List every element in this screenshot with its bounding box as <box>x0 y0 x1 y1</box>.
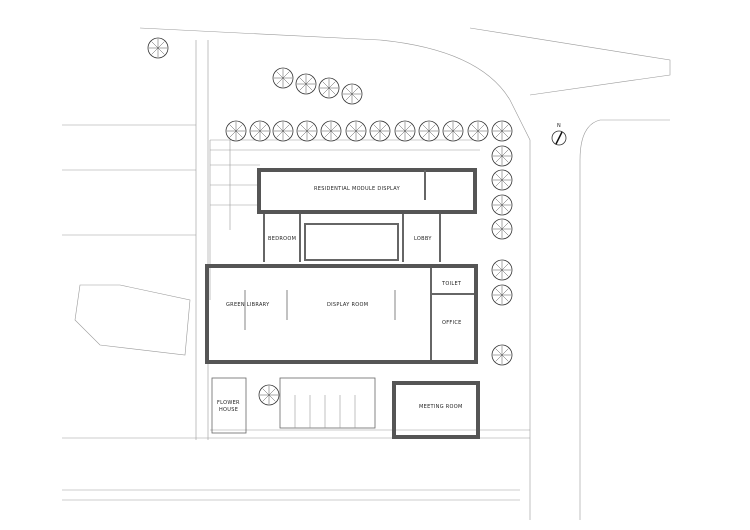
tree-icon <box>394 120 416 142</box>
tree-icon <box>272 67 294 89</box>
tree-icon <box>345 120 367 142</box>
room-label-residential-module-display: RESIDENTIAL MODULE DISPLAY <box>314 186 401 192</box>
tree-icon <box>369 120 391 142</box>
tree-icon <box>491 284 513 306</box>
room-label-green-library: GREEN LIBRARY <box>226 302 270 308</box>
north-label: N <box>557 123 561 129</box>
tree-icon <box>491 194 513 216</box>
tree-icon <box>491 169 513 191</box>
room-label-lobby: LOBBY <box>414 236 432 242</box>
tree-icon <box>442 120 464 142</box>
room-label-office: OFFICE <box>442 320 462 326</box>
room-label-meeting-room: MEETING ROOM <box>419 404 463 410</box>
tree-icon <box>341 83 363 105</box>
tree-icon <box>295 73 317 95</box>
room-label-bedroom: BEDROOM <box>268 236 296 242</box>
tree-icon <box>418 120 440 142</box>
site-lines <box>62 27 671 520</box>
building-walls <box>205 168 480 439</box>
tree-icon <box>147 37 169 59</box>
tree-icon <box>467 120 489 142</box>
tree-icon <box>491 145 513 167</box>
tree-icon <box>296 120 318 142</box>
north-arrow: N <box>551 123 567 146</box>
tree-icon <box>320 120 342 142</box>
tree-icon <box>272 120 294 142</box>
room-label-flower-house-1: FLOWER <box>217 400 240 406</box>
tree-icon <box>491 218 513 240</box>
tree-icon <box>491 259 513 281</box>
tree-icon <box>491 344 513 366</box>
room-label-flower-house-2: HOUSE <box>219 407 238 413</box>
room-label-toilet: TOILET <box>441 281 462 287</box>
tree-icon <box>249 120 271 142</box>
tree-icon <box>318 77 340 99</box>
trees <box>147 37 513 406</box>
tree-icon <box>491 120 513 142</box>
tree-icon <box>258 384 280 406</box>
room-label-display-room: DISPLAY ROOM <box>327 302 368 308</box>
tree-icon <box>225 120 247 142</box>
